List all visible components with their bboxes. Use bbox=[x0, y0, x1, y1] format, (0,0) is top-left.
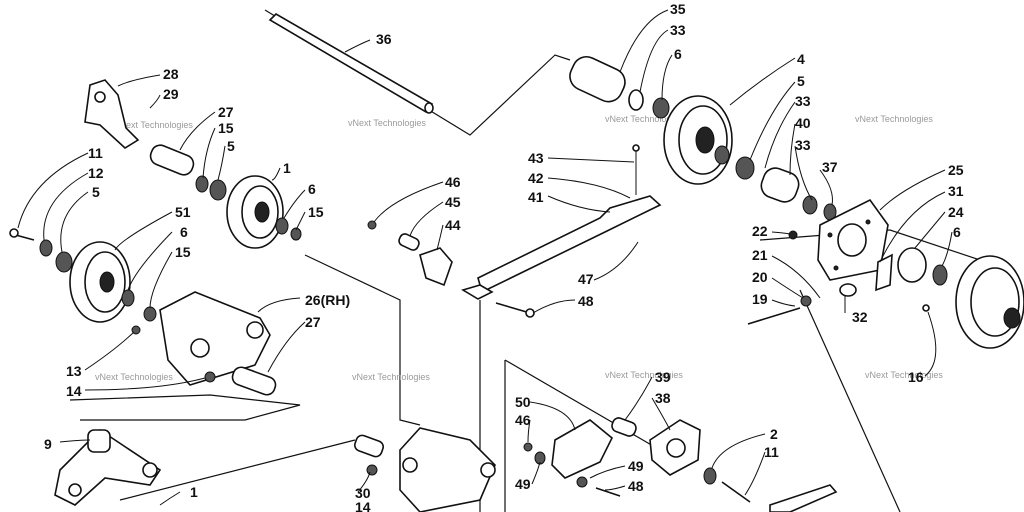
callout-label: 43 bbox=[528, 150, 544, 166]
callout-label: 4 bbox=[797, 51, 805, 67]
callout-label: 30 bbox=[355, 485, 371, 501]
callout-label: 2 bbox=[770, 426, 778, 442]
callout-label: 29 bbox=[163, 86, 179, 102]
shaft-36 bbox=[268, 13, 434, 114]
callout-label: 37 bbox=[822, 159, 838, 175]
callout-label: 15 bbox=[308, 204, 324, 220]
callout-label: 46 bbox=[445, 174, 461, 190]
callout-label: 21 bbox=[752, 247, 768, 263]
callout-label: 5 bbox=[227, 138, 235, 154]
watermark-text: vNext Technologies bbox=[605, 370, 683, 380]
idler-assembly-upper-right bbox=[569, 55, 837, 221]
block-50 bbox=[523, 419, 621, 497]
callout-label: 13 bbox=[66, 363, 82, 379]
callout-label: 15 bbox=[218, 120, 234, 136]
watermark-text: vNext Technologies bbox=[348, 118, 426, 128]
callout-label: 6 bbox=[953, 224, 961, 240]
callout-label: 47 bbox=[578, 271, 594, 287]
bracket-28 bbox=[84, 79, 302, 249]
callout-label: 40 bbox=[795, 115, 811, 131]
callout-label: 33 bbox=[670, 22, 686, 38]
callout-label: 36 bbox=[376, 31, 392, 47]
watermarks: vNext Technologies vNext Technologies vN… bbox=[95, 114, 943, 382]
callout-label: 6 bbox=[674, 46, 682, 62]
plate-center-lower bbox=[353, 427, 496, 512]
callout-label: 22 bbox=[752, 223, 768, 239]
watermark-text: vNext Technologies bbox=[605, 114, 683, 124]
callout-label: 50 bbox=[515, 394, 531, 410]
callout-label: 44 bbox=[445, 217, 461, 233]
callout-label: 5 bbox=[797, 73, 805, 89]
callout-label: 9 bbox=[44, 436, 52, 452]
callout-label: 41 bbox=[528, 189, 544, 205]
callout-label: 33 bbox=[795, 93, 811, 109]
callout-label: 38 bbox=[655, 390, 671, 406]
callout-label: 42 bbox=[528, 170, 544, 186]
callout-label: 39 bbox=[655, 369, 671, 385]
callout-label: 45 bbox=[445, 194, 461, 210]
callout-label: 16 bbox=[908, 369, 924, 385]
callout-label: 20 bbox=[752, 269, 768, 285]
callout-label: 19 bbox=[752, 291, 768, 307]
callout-label: 14 bbox=[355, 499, 371, 512]
callout-label: 48 bbox=[628, 478, 644, 494]
callout-label: 24 bbox=[948, 204, 964, 220]
callout-label: 25 bbox=[948, 162, 964, 178]
callout-label: 33 bbox=[795, 137, 811, 153]
callout-label: 15 bbox=[175, 244, 191, 260]
rail-41 bbox=[367, 144, 662, 318]
track-fragment bbox=[769, 484, 838, 512]
callout-label: 35 bbox=[670, 1, 686, 17]
callout-label: 28 bbox=[163, 66, 179, 82]
watermark-text: vNext Technologies bbox=[95, 372, 173, 382]
leader-lines bbox=[17, 9, 953, 506]
callout-label: 1 bbox=[283, 160, 291, 176]
callout-label: 14 bbox=[66, 383, 82, 399]
wheel-51 bbox=[9, 228, 157, 323]
callout-label: 31 bbox=[948, 183, 964, 199]
block-38 bbox=[611, 417, 751, 503]
callout-label: 27 bbox=[305, 314, 321, 330]
callout-label: 49 bbox=[628, 458, 644, 474]
callout-label: 51 bbox=[175, 204, 191, 220]
callout-label: 1 bbox=[190, 484, 198, 500]
bracket-25 bbox=[747, 198, 1024, 349]
callout-label: 6 bbox=[180, 224, 188, 240]
callout-label: 48 bbox=[578, 293, 594, 309]
arm-9 bbox=[54, 428, 162, 506]
frame-lines bbox=[69, 9, 1011, 512]
callout-label: 5 bbox=[92, 184, 100, 200]
callout-label: 32 bbox=[852, 309, 868, 325]
callout-numbers: 36 35 33 6 4 5 33 40 33 37 25 31 24 6 22… bbox=[44, 1, 964, 512]
callout-label: 46 bbox=[515, 412, 531, 428]
watermark-text: vNext Technologies bbox=[352, 372, 430, 382]
watermark-text: vNext Technologies bbox=[855, 114, 933, 124]
watermark-text: vNext Technologies bbox=[865, 370, 943, 380]
callout-label: 27 bbox=[218, 104, 234, 120]
callout-label: 49 bbox=[515, 476, 531, 492]
callout-label: 26(RH) bbox=[305, 292, 350, 308]
callout-label: 11 bbox=[764, 444, 779, 460]
callout-label: 6 bbox=[308, 181, 316, 197]
plate-26 bbox=[131, 291, 277, 396]
callout-label: 12 bbox=[88, 165, 104, 181]
watermark-text: vNext Technologies bbox=[115, 120, 193, 130]
callout-label: 11 bbox=[88, 145, 103, 161]
